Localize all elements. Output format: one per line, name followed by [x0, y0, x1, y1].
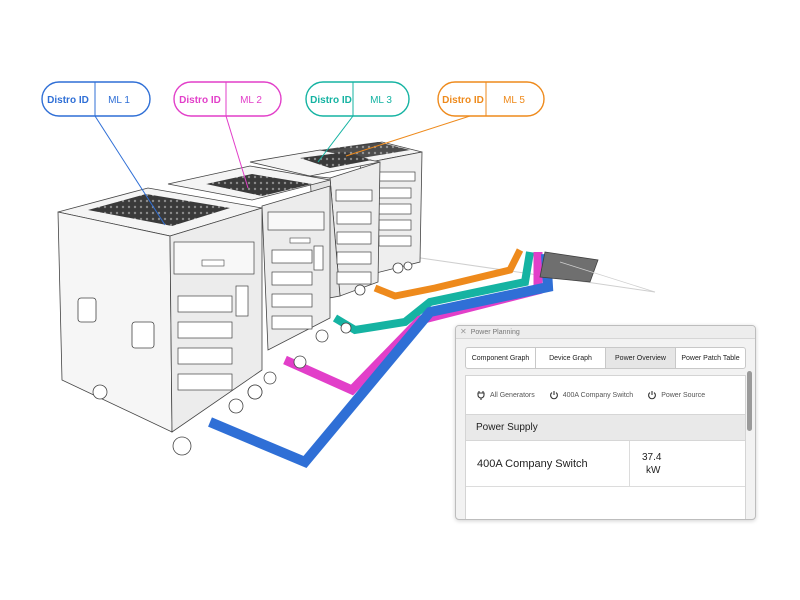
row-value: 37.4: [642, 451, 662, 463]
tab-power-overview[interactable]: Power Overview: [606, 348, 676, 368]
tab-bar: Component Graph Device Graph Power Overv…: [465, 347, 746, 369]
close-icon[interactable]: ✕: [460, 327, 467, 336]
callout-key: Distro ID: [442, 95, 484, 106]
filter-label: Power Source: [661, 391, 706, 399]
power-overview-panel: All Generators 400A Company Switch Power…: [465, 375, 746, 519]
row-value-cell: 37.4 kW: [630, 441, 745, 486]
power-icon: [549, 390, 559, 400]
callout-value: ML 2: [240, 95, 262, 106]
cable-ml3: [332, 251, 534, 335]
callout-value: ML 5: [503, 95, 525, 106]
leader-line-ml1: [94, 115, 166, 226]
cable-tray: [539, 251, 599, 283]
filter-label: 400A Company Switch: [562, 391, 634, 399]
cable-ml5: [373, 248, 524, 300]
callout-key: Distro ID: [47, 95, 89, 106]
callout-ml5[interactable]: Distro ID ML 5: [437, 81, 545, 117]
tab-component-graph[interactable]: Component Graph: [466, 348, 536, 368]
callout-key: Distro ID: [179, 95, 221, 106]
leader-line-ml5: [345, 115, 471, 157]
callout-ml1[interactable]: Distro ID ML 1: [41, 81, 151, 117]
window-titlebar[interactable]: ✕ Power Planning: [456, 326, 755, 339]
callout-ml3[interactable]: Distro ID ML 3: [305, 81, 410, 117]
section-header-power-supply: Power Supply: [466, 414, 745, 441]
filter-label: All Generators: [490, 391, 535, 399]
row-name: 400A Company Switch: [466, 441, 630, 486]
table-row[interactable]: 400A Company Switch 37.4 kW: [466, 441, 745, 487]
rack-ml2: [167, 165, 331, 400]
row-unit: kW: [646, 464, 661, 476]
tab-power-patch-table[interactable]: Power Patch Table: [681, 354, 740, 362]
filter-row: All Generators 400A Company Switch Power…: [466, 376, 745, 414]
callout-ml2[interactable]: Distro ID ML 2: [173, 81, 282, 117]
leader-line-ml3: [317, 115, 354, 163]
rack-ml3: [249, 149, 381, 343]
callout-value: ML 3: [370, 95, 392, 106]
leader-line-ml2: [225, 115, 249, 189]
window-title: Power Planning: [470, 328, 520, 336]
filter-all-generators[interactable]: All Generators: [476, 390, 535, 400]
tab-device-graph[interactable]: Device Graph: [536, 348, 606, 368]
power-planning-window: ✕ Power Planning Component Graph Device …: [455, 325, 756, 520]
plug-icon: [476, 390, 486, 400]
rack-ml1: [57, 187, 263, 456]
callout-key: Distro ID: [310, 95, 352, 106]
power-icon: [647, 390, 657, 400]
filter-company-switch[interactable]: 400A Company Switch: [549, 390, 633, 400]
callout-value: ML 1: [108, 95, 130, 106]
filter-power-source[interactable]: Power Source: [647, 390, 705, 400]
scrollbar[interactable]: [747, 371, 752, 431]
